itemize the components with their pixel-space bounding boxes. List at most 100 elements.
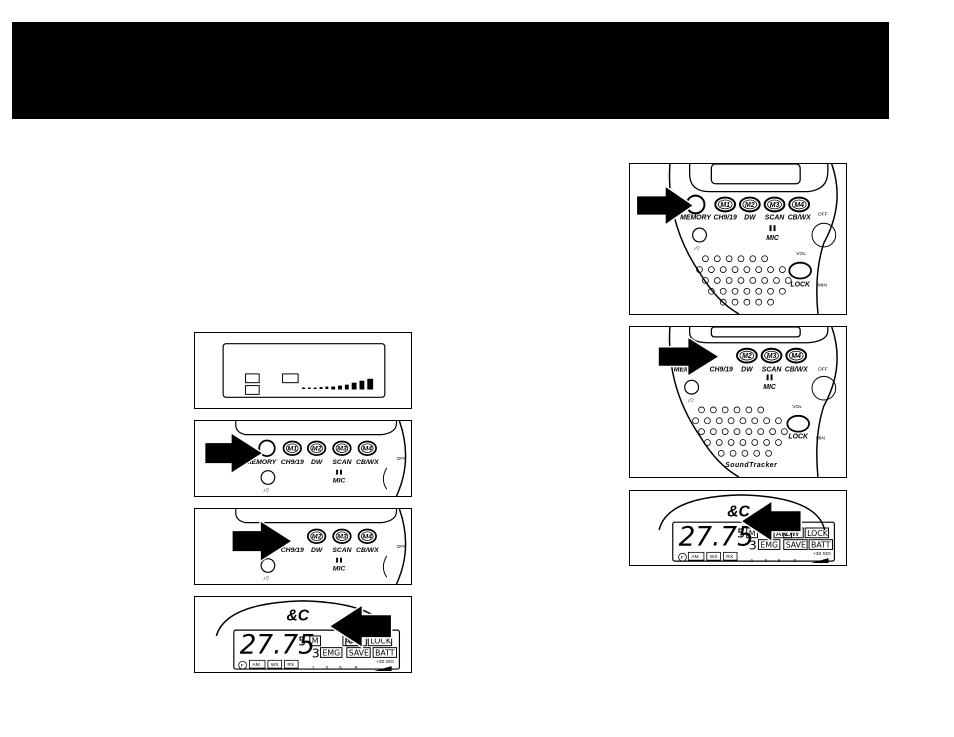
pointer-arrow-icon bbox=[203, 431, 265, 475]
sound-icon: ♪▽ bbox=[263, 488, 269, 494]
an-indicator: AN bbox=[345, 637, 356, 646]
keypad-memory-figure: M1 M2 M3 M4 MEMORY CH9/19 DW SCAN CB/WX … bbox=[194, 420, 412, 497]
ch919-label: CH9/19 bbox=[710, 366, 734, 373]
m3-label: M3 bbox=[770, 202, 780, 209]
lock-label: LOCK bbox=[788, 434, 809, 441]
memory-label: MEMORY bbox=[246, 459, 278, 466]
radio-m1-figure: M2 M3 M4 MEM CH9/19 DW SCAN CB/WX ♪▽ MIC… bbox=[629, 326, 847, 478]
m2-label: M2 bbox=[312, 446, 322, 453]
sig-label: +30 SIG bbox=[376, 659, 394, 665]
batt-indicator: BATT bbox=[811, 540, 831, 549]
radio-memory-figure: M1 M2 M3 M4 MEMORY CH9/19 DW SCAN CB/WX … bbox=[629, 163, 847, 315]
emg-indicator: EMG bbox=[322, 648, 340, 657]
m3-label: M3 bbox=[767, 353, 777, 360]
rx-indicator: RX bbox=[726, 554, 734, 560]
small-button bbox=[260, 470, 276, 485]
m4-label: M4 bbox=[791, 353, 801, 360]
vol-label: VOL bbox=[792, 404, 802, 410]
sig-label: +30 SIG bbox=[813, 551, 831, 557]
brand-logo-icon: &C bbox=[727, 503, 750, 520]
scale-1: 1 bbox=[751, 558, 754, 564]
m1-label: M1 bbox=[288, 446, 298, 453]
cbwx-label: CB/WX bbox=[356, 547, 379, 554]
am-indicator: AM bbox=[252, 662, 259, 668]
scale-3: 3 bbox=[325, 665, 328, 671]
lcd-segment-box bbox=[245, 373, 260, 384]
sound-icon: ♪▽ bbox=[263, 576, 269, 582]
save-indicator: SAVE bbox=[349, 648, 369, 657]
min-label: MIN bbox=[816, 436, 825, 442]
signal-wedge bbox=[811, 558, 829, 564]
m3-button: M3 bbox=[763, 196, 786, 213]
scan-label: SCAN bbox=[332, 547, 352, 554]
frequency-sup: 5 bbox=[298, 634, 306, 649]
wx-indicator: WX bbox=[271, 662, 280, 668]
m4-button: M4 bbox=[357, 440, 377, 456]
scale-5: 5 bbox=[339, 665, 342, 671]
small-button bbox=[260, 558, 276, 573]
scale-9: 9 bbox=[355, 665, 358, 671]
m1-label: M1 bbox=[720, 202, 730, 209]
off-label: OFF bbox=[818, 211, 828, 217]
m4-button: M4 bbox=[357, 528, 377, 544]
signal-meter-bars bbox=[302, 378, 374, 390]
m2-label: M2 bbox=[745, 202, 755, 209]
emg-indicator: EMG bbox=[760, 540, 778, 549]
min-label: MIN bbox=[818, 282, 827, 288]
frequency-sub: 3 bbox=[749, 537, 757, 552]
m4-label: M4 bbox=[363, 446, 373, 453]
f-indicator: F bbox=[241, 663, 244, 669]
ch919-label: CH9/19 bbox=[713, 214, 737, 221]
dw-label: DW bbox=[311, 459, 323, 466]
frequency-readout: 27.75 bbox=[679, 523, 754, 553]
an-indicator: AN bbox=[776, 529, 787, 538]
pointer-arrow-icon bbox=[327, 603, 393, 649]
m3-button: M3 bbox=[760, 347, 783, 364]
off-label: OFF bbox=[397, 456, 407, 462]
m4-label: M4 bbox=[363, 534, 373, 541]
lock-label: LOCK bbox=[790, 281, 811, 288]
radio-lcd-figure: &C 27.75 5 3 M AN DW LOCK EMG SAVE BATT … bbox=[629, 490, 847, 566]
m2-button: M2 bbox=[306, 440, 327, 456]
scale-5: 5 bbox=[778, 558, 781, 564]
speaker-grille bbox=[696, 255, 792, 306]
lcd-segment-box bbox=[245, 385, 260, 395]
pointer-arrow-icon bbox=[231, 519, 294, 563]
m-indicator: M bbox=[749, 529, 756, 538]
pointer-arrow-icon bbox=[657, 335, 721, 378]
scan-label: SCAN bbox=[765, 214, 786, 221]
save-indicator: SAVE bbox=[786, 540, 806, 549]
dw-label: DW bbox=[744, 214, 756, 221]
brand-name: SoundTracker bbox=[725, 462, 777, 469]
lcd-frequency-figure: &C 27.75 5 3 M AN DW LOCK EMG SAVE BATT … bbox=[194, 596, 412, 673]
m4-button: M4 bbox=[785, 347, 808, 364]
mic-label: MIC bbox=[333, 565, 346, 572]
sound-icon: ♪▽ bbox=[688, 398, 694, 404]
lcd-blank-figure bbox=[194, 332, 412, 409]
m1-button: M1 bbox=[714, 196, 737, 213]
lcd-segment-box bbox=[282, 373, 299, 384]
vol-label: VOL bbox=[796, 251, 806, 257]
lock-indicator: LOCK bbox=[807, 529, 829, 538]
mic-label: MIC bbox=[766, 235, 780, 242]
off-label: OFF bbox=[397, 544, 407, 550]
dw-label: DW bbox=[311, 547, 323, 554]
cbwx-label: CB/WX bbox=[788, 214, 811, 221]
frequency-sub: 3 bbox=[312, 645, 320, 660]
cbwx-label: CB/WX bbox=[785, 366, 808, 373]
dw-label: DW bbox=[741, 366, 753, 373]
speaker-grille bbox=[692, 406, 788, 457]
scale-9: 9 bbox=[794, 558, 797, 564]
wx-indicator: WX bbox=[710, 554, 719, 560]
m3-label: M3 bbox=[337, 446, 347, 453]
m3-label: M3 bbox=[337, 534, 347, 541]
m3-button: M3 bbox=[332, 528, 352, 544]
mem-label: MEM bbox=[674, 366, 690, 373]
am-indicator: AM bbox=[691, 554, 698, 560]
mic-label: MIC bbox=[333, 477, 346, 484]
scale-1: 1 bbox=[312, 665, 315, 671]
f-indicator: F bbox=[681, 555, 684, 561]
memory-button bbox=[258, 439, 276, 457]
lock-button bbox=[786, 414, 810, 433]
brand-logo-icon: &C bbox=[286, 607, 309, 624]
